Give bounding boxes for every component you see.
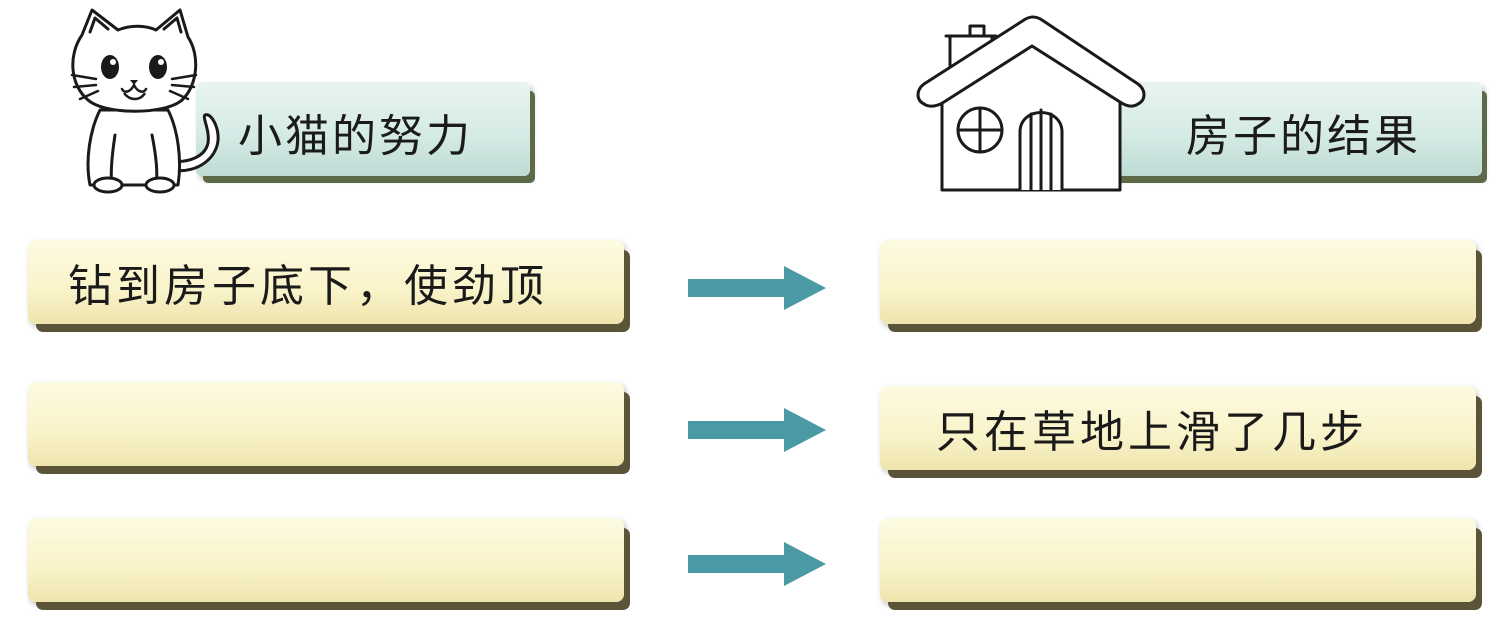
left-box-2[interactable]: [28, 382, 624, 466]
right-box-2-text: 只在草地上滑了几步: [880, 386, 1476, 470]
right-header-title: 房子的结果: [1186, 100, 1421, 164]
right-box-1-text: [880, 240, 1476, 324]
left-box-1: 钻到房子底下，使劲顶: [28, 240, 624, 324]
left-header-title: 小猫的努力: [238, 100, 473, 164]
left-box-1-text: 钻到房子底下，使劲顶: [28, 240, 624, 324]
right-arrow-icon: [688, 542, 828, 586]
right-box-3-text: [880, 518, 1476, 602]
right-box-3[interactable]: [880, 518, 1476, 602]
right-box-1[interactable]: [880, 240, 1476, 324]
right-box-2: 只在草地上滑了几步: [880, 386, 1476, 470]
house-icon: [912, 14, 1152, 194]
right-arrow-icon: [688, 408, 828, 452]
right-arrow-icon: [688, 266, 828, 310]
left-box-3[interactable]: [28, 518, 624, 602]
left-box-3-text: [28, 518, 624, 602]
left-box-2-text: [28, 382, 624, 466]
cat-icon: [60, 5, 230, 195]
